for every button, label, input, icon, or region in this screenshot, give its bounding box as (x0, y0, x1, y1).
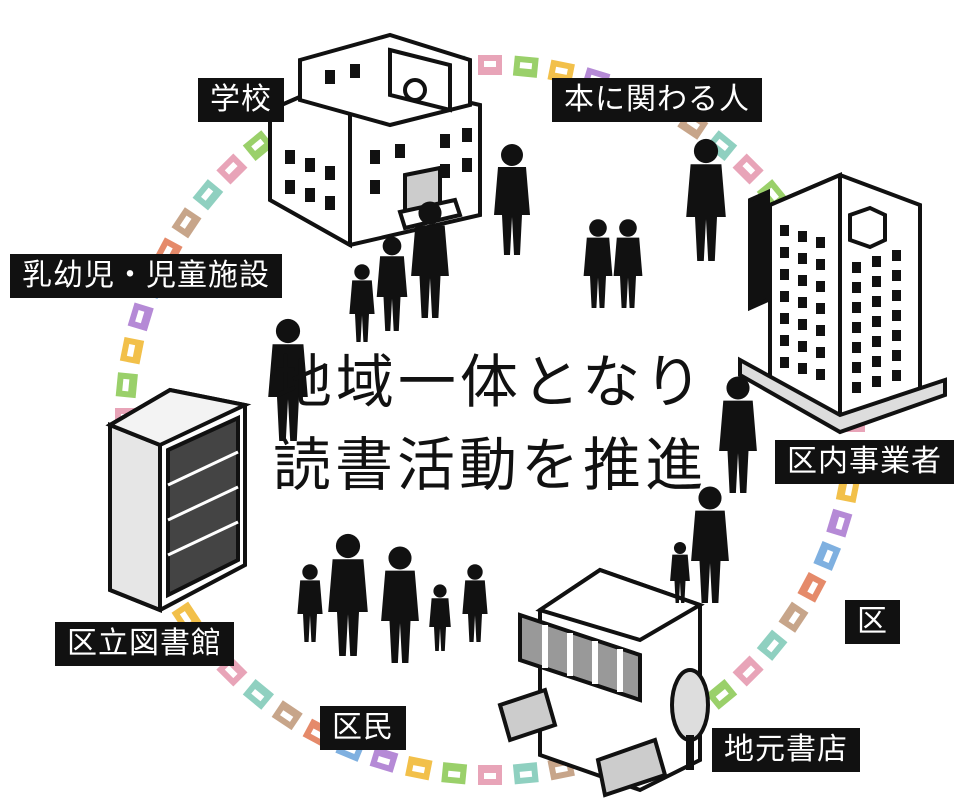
ring-house-icon (127, 302, 154, 332)
office-building-icon (738, 171, 947, 435)
person-silhouette-icon (381, 546, 419, 663)
ring-house-icon (115, 372, 138, 399)
ring-house-icon (242, 679, 275, 710)
ring-house-icon (242, 130, 275, 161)
person-silhouette-icon (462, 564, 488, 642)
ring-house-icon (216, 153, 248, 185)
person-silhouette-icon (297, 564, 323, 642)
person-silhouette-icon (613, 219, 643, 308)
label-business: 区内事業者 (775, 440, 954, 484)
person-silhouette-icon (686, 138, 726, 261)
ring-house-icon (797, 572, 827, 603)
bookstore-icon (497, 567, 710, 798)
label-ward: 区 (845, 600, 900, 644)
person-silhouette-icon (494, 144, 530, 255)
person-silhouette-icon (349, 264, 375, 342)
ring-house-icon (369, 746, 399, 773)
label-residents: 区民 (320, 706, 406, 750)
person-silhouette-icon (376, 236, 408, 331)
ring-house-icon (119, 336, 145, 365)
ring-house-icon (732, 153, 764, 185)
ring-house-icon (705, 679, 738, 710)
person-silhouette-icon (268, 318, 308, 441)
ring-house-icon (732, 655, 764, 687)
ring-house-icon (547, 59, 575, 84)
school-building-icon (268, 32, 482, 249)
label-school: 学校 (198, 78, 284, 122)
person-silhouette-icon (691, 486, 729, 603)
ring-house-icon (192, 179, 224, 211)
ring-house-icon (778, 601, 809, 633)
label-book-people: 本に関わる人 (552, 78, 762, 122)
center-text-line1: 地域一体となり (273, 348, 707, 416)
person-silhouette-icon (429, 584, 451, 651)
ring-house-icon (813, 540, 842, 571)
label-bookstore: 地元書店 (712, 728, 860, 772)
person-silhouette-icon (719, 376, 757, 493)
ring-house-icon (478, 765, 502, 785)
ring-house-icon (271, 700, 303, 731)
ring-house-icon (756, 629, 788, 661)
bookshelf-icon (105, 387, 252, 613)
ring-house-icon (405, 756, 433, 781)
people-silhouette-icon (268, 138, 757, 663)
label-library: 区立図書館 (55, 622, 234, 666)
ring-house-icon (512, 762, 539, 785)
ring-house-icon (478, 55, 502, 75)
ring-house-icon (512, 55, 539, 78)
center-text-line2: 読書活動を推進 (272, 431, 707, 499)
ring-house-icon (826, 508, 853, 538)
person-silhouette-icon (411, 201, 449, 318)
ring-house-icon (705, 130, 738, 161)
person-silhouette-icon (328, 533, 368, 656)
person-silhouette-icon (670, 541, 690, 603)
label-childcare: 乳幼児・児童施設 (10, 254, 282, 298)
person-silhouette-icon (583, 219, 613, 308)
ring-house-icon (441, 762, 468, 785)
ring-house-icon (171, 207, 202, 239)
